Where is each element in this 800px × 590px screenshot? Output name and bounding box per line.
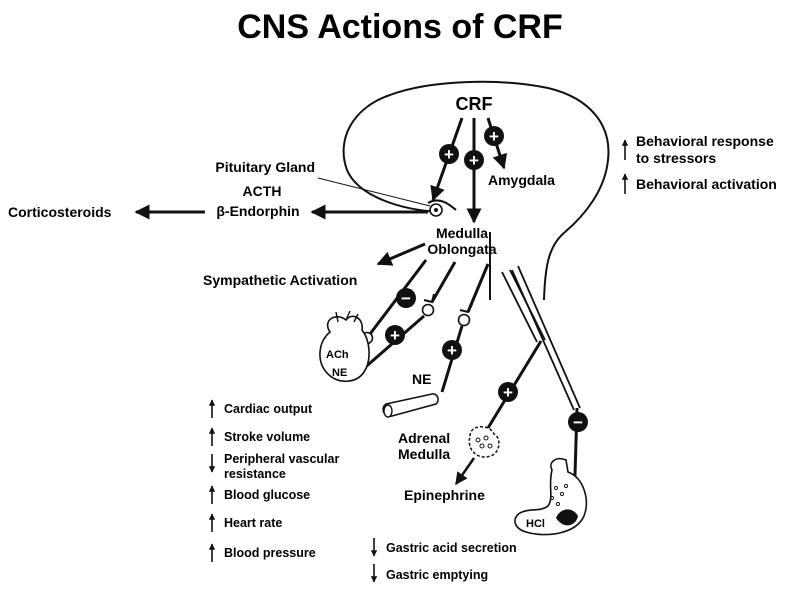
adrenal-label-2: Medulla [398,446,450,462]
heart-shape [319,315,370,383]
cardio-effect-4: Blood glucose [224,488,310,502]
crf-label: CRF [456,94,493,114]
svg-text:+: + [469,151,479,170]
pituitary-core [434,208,438,212]
plus-sign-amygdala: + [484,126,504,146]
corticosteroids-label: Corticosteroids [8,204,112,220]
pituitary-stalk [427,199,457,211]
synapse-fork [423,293,435,304]
gastric-effect-1: Gastric acid secretion [386,541,517,555]
brain-outline [342,80,610,301]
heart-vessels [335,310,359,323]
ne-heart-label: NE [332,367,347,379]
svg-text:+: + [444,145,454,164]
plus-sign-pituitary: + [439,144,459,164]
ganglion-vessel [457,313,471,327]
sympathetic-label: Sympathetic Activation [203,272,357,288]
cardio-effect-1: Cardiac output [224,402,313,416]
cardio-effect-6: Blood pressure [224,546,316,560]
adrenal-gland-icon [468,426,500,458]
cardio-effect-3-line-2: resistance [224,467,286,481]
ach-label: ACh [326,349,349,361]
stomach-icon [514,457,588,536]
synapse-fork-vessel [459,303,473,314]
medulla-label-2: Oblongata [427,241,496,257]
svg-text:+: + [489,127,499,146]
behavioral-effect-1-line-1: Behavioral response [636,133,774,149]
arrow-sympathetic [376,242,426,266]
ganglion-sympathetic-heart [421,303,435,317]
gastric-effect-2: Gastric emptying [386,568,488,582]
arrow-epinephrine [454,457,476,486]
behavioral-effects: Behavioral response to stressors Behavio… [621,133,777,194]
blood-vessel [382,393,439,418]
plus-sign-medulla: + [464,150,484,170]
svg-text:+: + [503,383,513,402]
svg-text:+: + [447,341,457,360]
plus-sign-vessel: + [442,340,462,360]
ne-vessel-label: NE [412,371,431,387]
gastric-effects: Gastric acid secretion Gastric emptying [370,538,517,583]
pituitary-label: Pituitary Gland [215,159,315,175]
blood-vessel-end [383,404,393,418]
endorphin-label: β-Endorphin [216,203,299,219]
cardio-effect-5: Heart rate [224,516,282,530]
acth-label: ACTH [243,183,282,199]
nerve-stomach-a [517,265,581,409]
nerve-stomach-b [511,269,575,411]
svg-text:−: − [401,289,411,308]
medulla-label-1: Medulla [436,225,488,241]
hcl-label: HCl [526,518,545,530]
epinephrine-label: Epinephrine [404,487,485,503]
cardio-effect-2: Stroke volume [224,430,310,444]
behavioral-effect-1-line-2: to stressors [636,150,716,166]
plus-sign-adrenal: + [498,382,518,402]
minus-sign-stomach: − [568,412,588,432]
nerve-sympathetic-heart [430,261,457,303]
svg-text:−: − [573,413,583,432]
plus-sign-heart: + [385,325,405,345]
cardio-effects: Cardiac output Stroke volume Peripheral … [208,399,339,562]
behavioral-effect-2-line-1: Behavioral activation [636,176,777,192]
page-title: CNS Actions of CRF [237,8,563,46]
pituitary-leader [317,177,431,207]
minus-sign-vagal: − [396,288,416,308]
cardio-effect-3-line-1: Peripheral vascular [224,452,339,466]
adrenal-label-1: Adrenal [398,430,450,446]
amygdala-label: Amygdala [488,172,555,188]
nerve-adrenal-b [501,271,538,343]
svg-text:+: + [390,326,400,345]
